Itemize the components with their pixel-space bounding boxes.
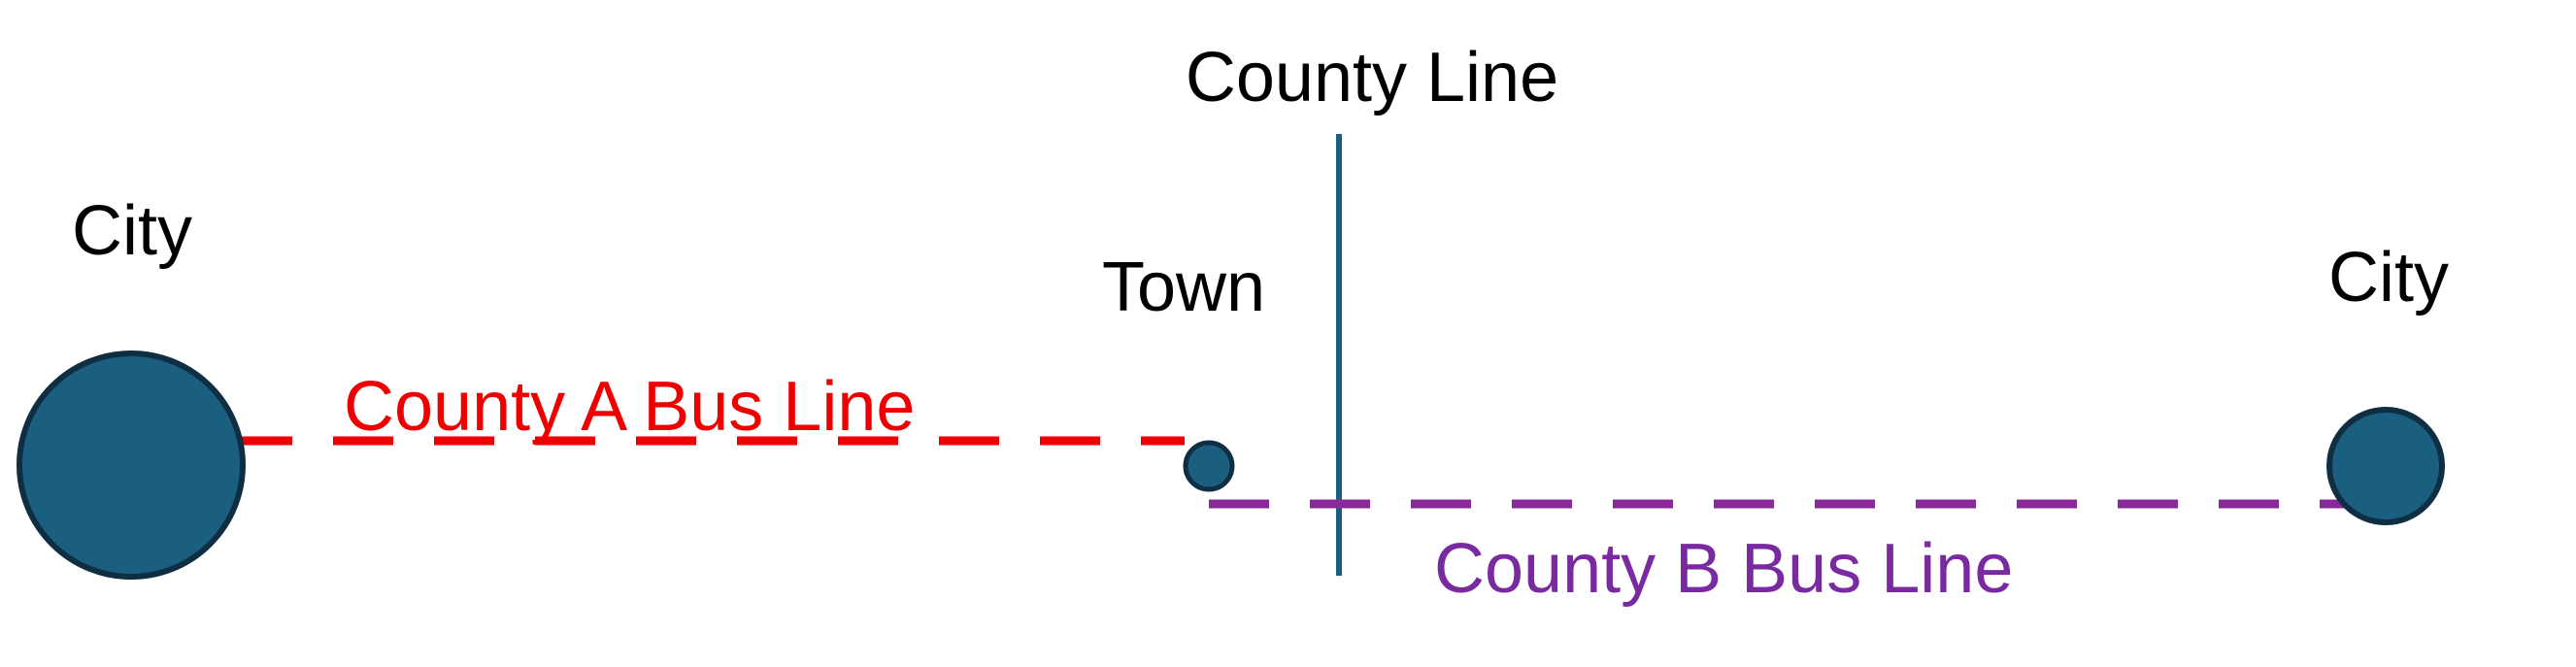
- town-node: [1183, 440, 1235, 492]
- county-line-label: County Line: [1186, 39, 1558, 117]
- city-right-label: City: [2328, 239, 2449, 317]
- county-a-bus-line-label: County A Bus Line: [344, 368, 915, 446]
- town-label: Town: [1102, 249, 1265, 326]
- city-left-node: [17, 350, 246, 580]
- city-right-node: [2326, 407, 2445, 525]
- city-left-label: City: [72, 192, 192, 270]
- county-b-bus-line-label: County B Bus Line: [1434, 530, 2013, 608]
